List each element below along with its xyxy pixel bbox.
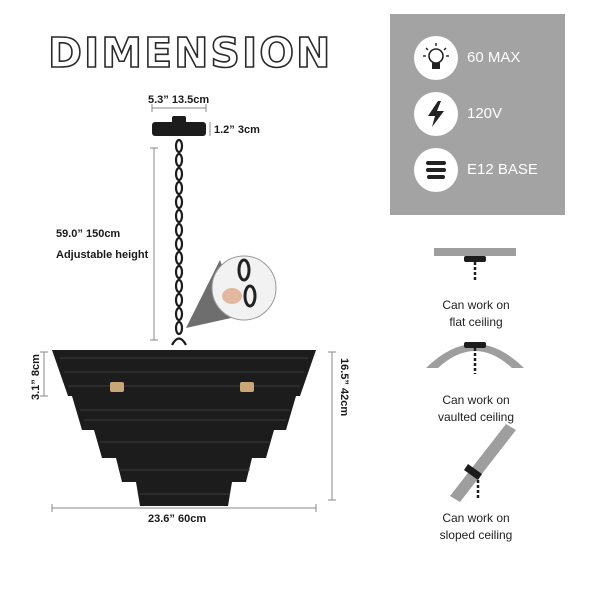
- flat-ceiling-line1: Can work on: [442, 298, 510, 312]
- woven-shade: [52, 350, 316, 506]
- spec-row-base: E12 BASE: [414, 148, 564, 192]
- adjustable-height-label: Adjustable height: [56, 249, 149, 261]
- total-height-label: 16.5” 42cm: [338, 358, 350, 417]
- vaulted-ceiling-icon: [426, 342, 524, 374]
- spec-voltage: 120V: [467, 105, 503, 122]
- flat-ceiling-line2: flat ceiling: [449, 315, 503, 329]
- vaulted-ceiling-line1: Can work on: [442, 393, 510, 407]
- sloped-ceiling-icon: [450, 424, 516, 502]
- sloped-ceiling-line1: Can work on: [442, 511, 510, 525]
- lightning-icon: [414, 92, 458, 136]
- tier-height-label: 3.1” 8cm: [30, 354, 42, 400]
- flat-ceiling-icon: [434, 248, 516, 282]
- spec-base: E12 BASE: [467, 161, 538, 178]
- chain: [171, 138, 187, 346]
- chain-length-label: 59.0” 150cm: [56, 228, 121, 240]
- spec-panel: 60 MAX 120V E12 BASE: [390, 14, 565, 215]
- vaulted-ceiling-caption: Can work on vaulted ceiling: [406, 392, 546, 426]
- bulb-icon: [414, 36, 458, 80]
- vaulted-ceiling-line2: vaulted ceiling: [437, 410, 515, 424]
- spec-row-voltage: 120V: [414, 92, 564, 136]
- dimension-lines: [40, 104, 336, 512]
- canopy-width-label: 5.3” 13.5cm: [148, 94, 210, 106]
- sloped-ceiling-caption: Can work on sloped ceiling: [406, 510, 546, 544]
- spec-row-wattage: 60 MAX: [414, 36, 564, 80]
- page-title: DIMENSION: [47, 28, 333, 78]
- base-icon: [414, 148, 458, 192]
- bulbs: [110, 382, 254, 392]
- spec-wattage: 60 MAX: [467, 49, 521, 66]
- width-label: 23.6” 60cm: [148, 513, 207, 525]
- canopy: [152, 116, 206, 136]
- sloped-ceiling-line2: sloped ceiling: [439, 528, 513, 542]
- flat-ceiling-caption: Can work on flat ceiling: [406, 297, 546, 331]
- weave-pattern: [60, 357, 308, 495]
- chandelier-illustration: [40, 104, 336, 512]
- canopy-height-label: 1.2” 3cm: [214, 124, 260, 136]
- chain-closeup-callout: [186, 255, 277, 328]
